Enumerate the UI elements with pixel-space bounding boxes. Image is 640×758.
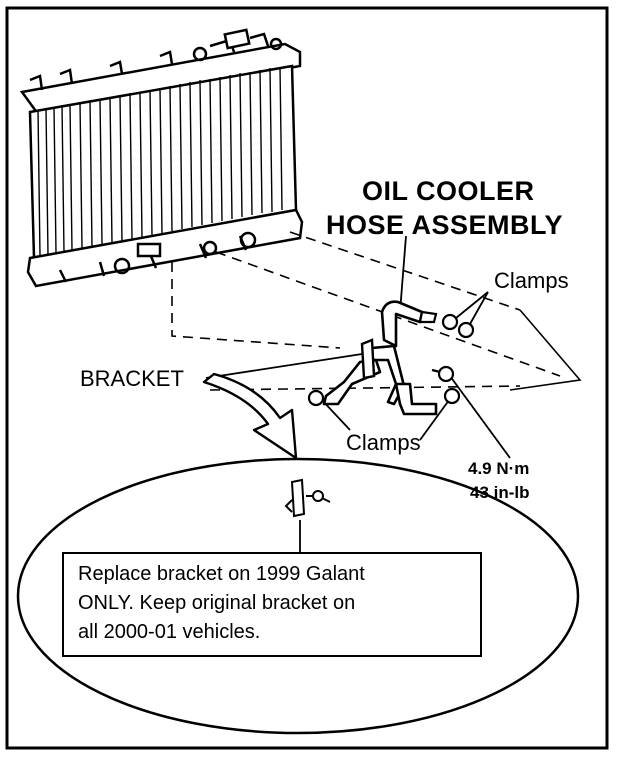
clamps-top-label: Clamps: [494, 268, 569, 293]
clamps-bottom-label: Clamps: [346, 430, 421, 455]
bolt-icon: [431, 365, 455, 383]
note-line1: Replace bracket on 1999 Galant: [78, 563, 365, 585]
torque-inlb-label: 43 in-lb: [470, 483, 530, 502]
note-line2: ONLY. Keep original bracket on: [78, 592, 356, 614]
detail-ellipse: [16, 457, 580, 735]
replacement-note: Replace bracket on 1999 Galant ONLY. Kee…: [62, 552, 482, 657]
bracket-label: BRACKET: [80, 366, 184, 391]
title-line1: OIL COOLER: [362, 176, 535, 206]
note-line3: all 2000-01 vehicles.: [78, 621, 261, 643]
radiator-icon: [19, 28, 304, 288]
page-border: [5, 6, 609, 750]
arrow-icon: [202, 372, 298, 460]
title-line2: HOSE ASSEMBLY: [326, 210, 564, 240]
guide-frame: [509, 309, 582, 391]
detail-bracket-icon: [284, 478, 331, 518]
guide-lines: [171, 231, 561, 391]
bracket-icon: [360, 338, 376, 380]
clamp-icon: [307, 310, 475, 407]
torque-nm-label: 4.9 N·m: [468, 459, 530, 478]
leader-lines: [205, 235, 511, 459]
